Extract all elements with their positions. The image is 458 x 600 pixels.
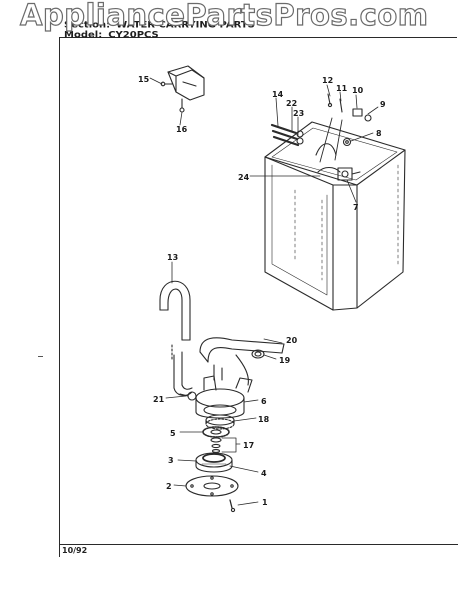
model-value: CY20PCS	[108, 30, 159, 41]
drain-hose	[159, 280, 193, 397]
part-label-16: 16	[176, 125, 188, 134]
part-label-9: 9	[380, 100, 386, 109]
gear-housing	[195, 452, 233, 473]
part-label-18: 18	[258, 415, 270, 424]
part-label-20: 20	[286, 336, 298, 345]
part-label-5: 5	[170, 429, 176, 438]
part-label-7: 7	[353, 203, 359, 212]
gear-small	[205, 414, 235, 430]
footer-rule	[59, 544, 458, 545]
washer-cabinet	[264, 117, 406, 311]
part-label-6: 6	[261, 397, 267, 406]
part-label-4: 4	[261, 469, 267, 478]
diagram-frame	[59, 37, 457, 557]
screw	[229, 499, 236, 513]
part-label-13: 13	[167, 253, 178, 262]
section-header: Section: WATER CARRYING PARTS	[64, 21, 255, 31]
part-label-21: 21	[153, 395, 165, 404]
part-label-24: 24	[238, 173, 250, 182]
watermark-text: AppliancePartsPros.com	[19, 0, 429, 33]
part-label-14: 14	[272, 90, 284, 99]
part-label-8: 8	[376, 129, 382, 138]
base-plate	[185, 475, 239, 497]
margin-mark	[38, 356, 43, 357]
model-label: Model:	[64, 30, 103, 41]
hose-clamp	[251, 349, 265, 359]
revision-date: 10/92	[62, 546, 88, 555]
part-label-12: 12	[322, 76, 333, 85]
drain-bracket	[160, 65, 205, 113]
part-label-23: 23	[293, 109, 304, 118]
part-label-17: 17	[243, 441, 254, 450]
pump-hose	[199, 337, 285, 386]
part-label-15: 15	[138, 75, 150, 84]
part-label-22: 22	[286, 99, 297, 108]
part-label-3: 3	[168, 456, 174, 465]
part-label-10: 10	[352, 86, 364, 95]
washer-stack	[210, 437, 222, 453]
part-label-2: 2	[166, 482, 172, 491]
section-value: WATER CARRYING PARTS	[116, 20, 255, 31]
leader-lines	[149, 77, 379, 506]
part-label-19: 19	[279, 356, 291, 365]
part-label-1: 1	[262, 498, 268, 507]
part-label-11: 11	[336, 84, 348, 93]
pump	[179, 375, 253, 419]
section-label: Section:	[64, 20, 111, 31]
model-header: Model: CY20PCS	[64, 31, 159, 41]
